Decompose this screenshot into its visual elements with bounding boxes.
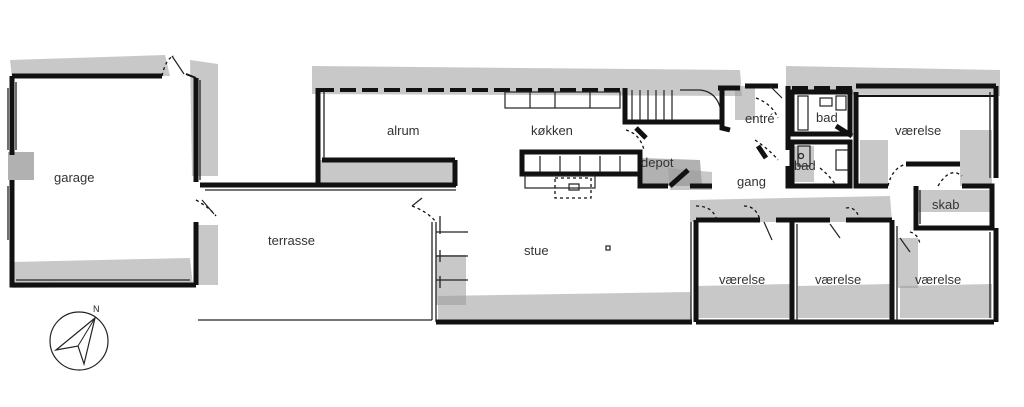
label-vaerelse-1: værelse (719, 272, 765, 287)
label-bad-1: bad (816, 110, 838, 125)
room-labels: garage terrasse alrum køkken stue depot … (54, 110, 961, 287)
label-gang: gang (737, 174, 766, 189)
garage-walls (7, 55, 201, 288)
label-vaerelse-2: værelse (815, 272, 861, 287)
label-garage: garage (54, 170, 94, 185)
label-vaerelse-top: værelse (895, 123, 941, 138)
label-kokken: køkken (531, 123, 573, 138)
label-entre: entré (745, 111, 775, 126)
label-skab: skab (932, 197, 959, 212)
terrasse-outline (195, 182, 456, 321)
right-wing-walls (690, 83, 999, 325)
label-vaerelse-3: værelse (915, 272, 961, 287)
north-arrow-icon: N (49, 304, 109, 371)
main-house-walls (315, 85, 740, 325)
label-stue: stue (524, 243, 549, 258)
label-alrum: alrum (387, 123, 420, 138)
wall-shading (8, 55, 1000, 320)
label-terrasse: terrasse (268, 233, 315, 248)
label-depot: depot (641, 155, 674, 170)
compass-north-label: N (93, 304, 100, 314)
label-bad-2: bad (794, 158, 816, 173)
